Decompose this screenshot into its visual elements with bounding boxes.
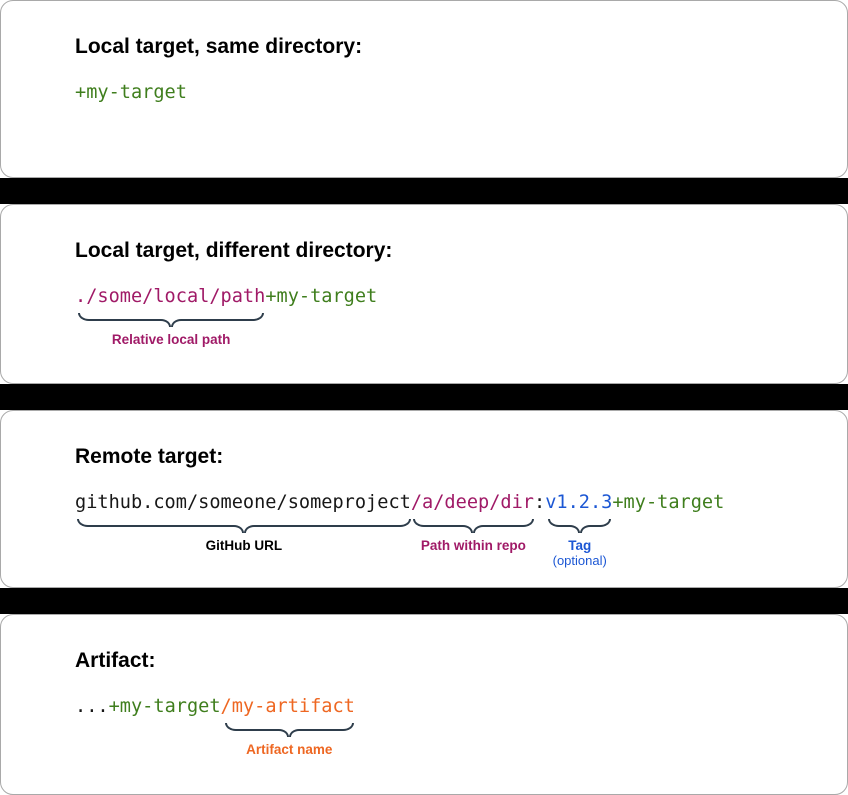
annotation-path-within-repo: Path within repo <box>412 519 534 553</box>
code-seg-artifact-name: /my-artifact <box>220 696 355 717</box>
brace-label-path-within-repo: Path within repo <box>420 538 526 553</box>
underbrace-icon <box>412 519 534 533</box>
card-local-target-same-dir: Local target, same directory: +my-target <box>0 0 848 178</box>
code-seg-tag: v1.2.3 <box>545 492 613 513</box>
code-seg-ellipsis: ... <box>75 696 109 717</box>
underbrace-icon <box>224 723 354 737</box>
code-example: ./some/local/path+my-target <box>75 285 831 309</box>
brace-label-artifact-name: Artifact name <box>246 742 333 757</box>
annotation-relative-local-path: Relative local path <box>78 313 265 347</box>
underbrace-icon <box>78 313 265 327</box>
annotations-layer: Artifact name <box>76 723 847 783</box>
code-seg-local-path: ./some/local/path <box>75 286 266 307</box>
brace-label-github-url: GitHub URL <box>205 538 283 553</box>
black-divider <box>0 178 848 204</box>
annotation-tag: Tag (optional) <box>548 519 612 568</box>
underbrace-icon <box>77 519 411 533</box>
code-example: ...+my-target/my-artifact <box>75 695 831 719</box>
code-example: +my-target <box>75 81 831 105</box>
code-seg-github-url: github.com/someone/someproject <box>75 492 411 513</box>
annotations-layer: Relative local path <box>76 313 847 373</box>
code-seg-target-name: +my-target <box>75 82 187 103</box>
underbrace-icon <box>548 519 612 533</box>
brace-sublabel-optional: (optional) <box>552 553 607 568</box>
card-title: Artifact: <box>75 649 156 672</box>
card-local-target-different-dir: Local target, different directory: ./som… <box>0 204 848 384</box>
code-seg-colon-separator: : <box>533 492 546 513</box>
annotation-github-url: GitHub URL <box>77 519 411 553</box>
code-seg-target-name: +my-target <box>265 286 378 307</box>
annotation-artifact-name: Artifact name <box>224 723 354 757</box>
brace-label-relative-local-path: Relative local path <box>111 332 231 347</box>
annotations-layer: GitHub URL Path within repo Tag (optiona… <box>76 519 847 579</box>
card-remote-target: Remote target: github.com/someone/somepr… <box>0 410 848 588</box>
code-seg-target-name: +my-target <box>108 696 221 717</box>
card-title: Local target, same directory: <box>75 35 363 58</box>
card-title: Remote target: <box>75 445 224 468</box>
brace-label-tag: Tag <box>568 538 592 553</box>
card-artifact: Artifact: ...+my-target/my-artifact Arti… <box>0 614 848 795</box>
black-divider <box>0 384 848 410</box>
code-example: github.com/someone/someproject/a/deep/di… <box>75 491 831 515</box>
card-title: Local target, different directory: <box>75 239 393 262</box>
code-seg-repo-path: /a/deep/dir <box>410 492 534 513</box>
code-seg-target-name: +my-target <box>612 492 725 513</box>
black-divider <box>0 588 848 614</box>
